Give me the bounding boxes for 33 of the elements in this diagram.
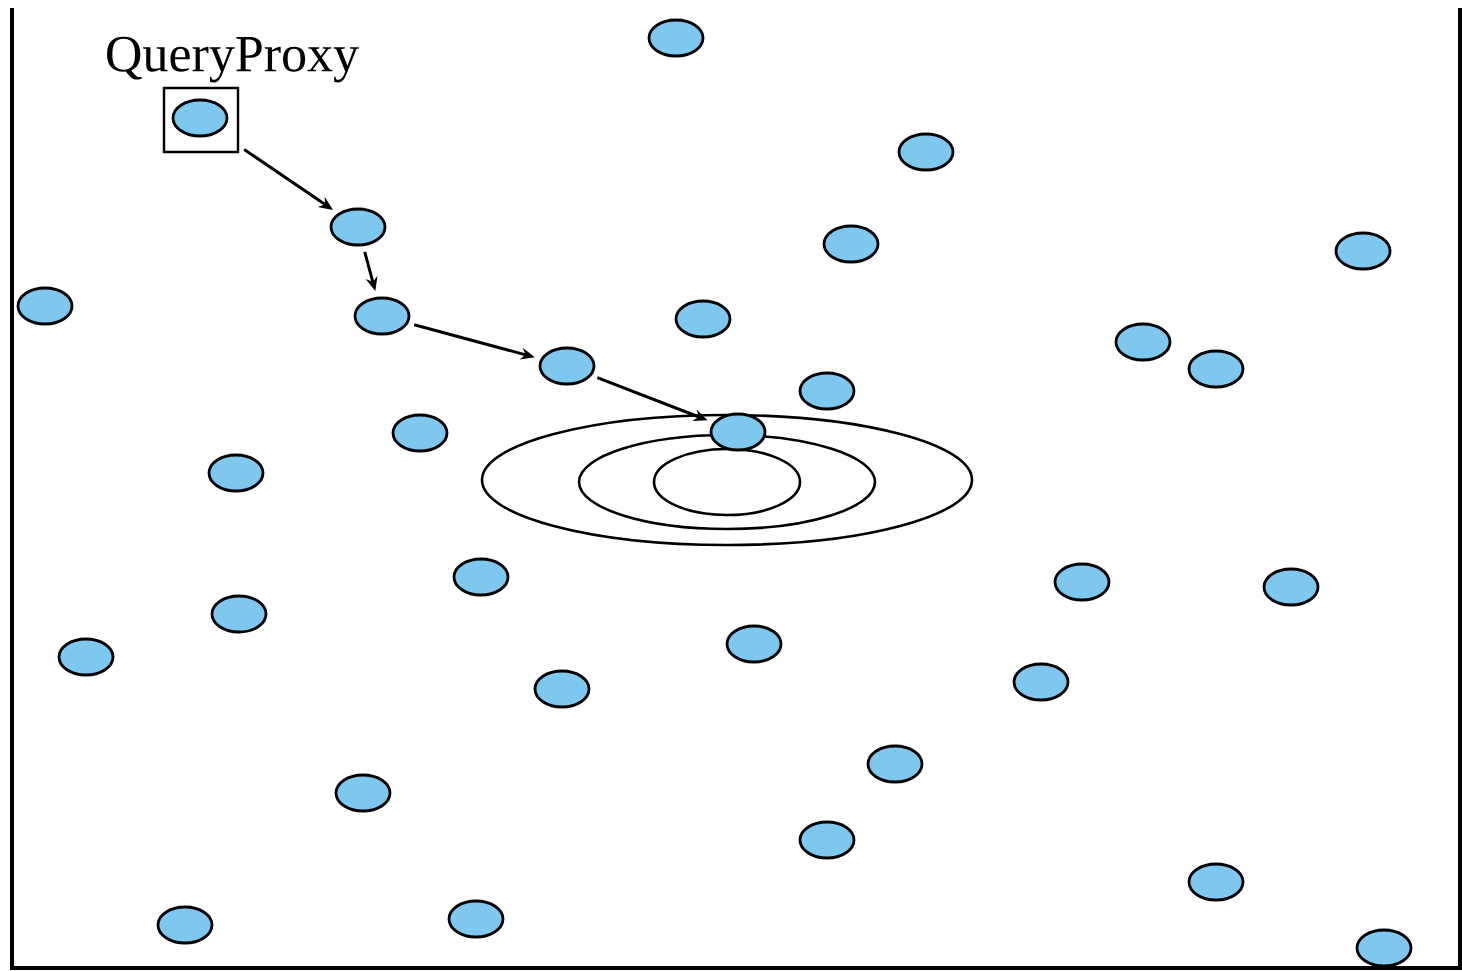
node-circle: [1012, 662, 1070, 702]
node-circle: [538, 346, 596, 386]
node-circle: [1114, 322, 1172, 362]
node-circle: [647, 18, 705, 58]
node-circle: [452, 557, 510, 597]
node-circle: [897, 132, 955, 172]
node-circle: [798, 820, 856, 860]
node-circle: [156, 905, 214, 945]
node-circle: [329, 207, 387, 247]
node-circle: [171, 98, 229, 138]
node-circle: [207, 453, 265, 493]
node-circle: [334, 773, 392, 813]
node-circle: [1262, 567, 1320, 607]
node-label: QueryProxy: [107, 36, 359, 83]
node-circle: [866, 744, 924, 784]
node-circle: [822, 224, 880, 264]
node-circle: [798, 371, 856, 411]
node-circle: [391, 413, 449, 453]
node-circle: [447, 899, 505, 939]
node-circle: [16, 286, 74, 326]
node-circle: [533, 669, 591, 709]
node-circle: [353, 296, 411, 336]
node-circle: [1053, 562, 1111, 602]
node-circle: [1187, 862, 1245, 902]
node-circle: [1355, 928, 1413, 968]
node-circle: [57, 637, 115, 677]
node-circle: [1334, 231, 1392, 271]
node-circle: [709, 412, 767, 452]
node-circle: [210, 594, 268, 634]
proxy-box: QueryProxy: [107, 36, 359, 154]
node-circle: [725, 624, 783, 664]
node-circle: [1187, 349, 1245, 389]
node-circle: [674, 299, 732, 339]
